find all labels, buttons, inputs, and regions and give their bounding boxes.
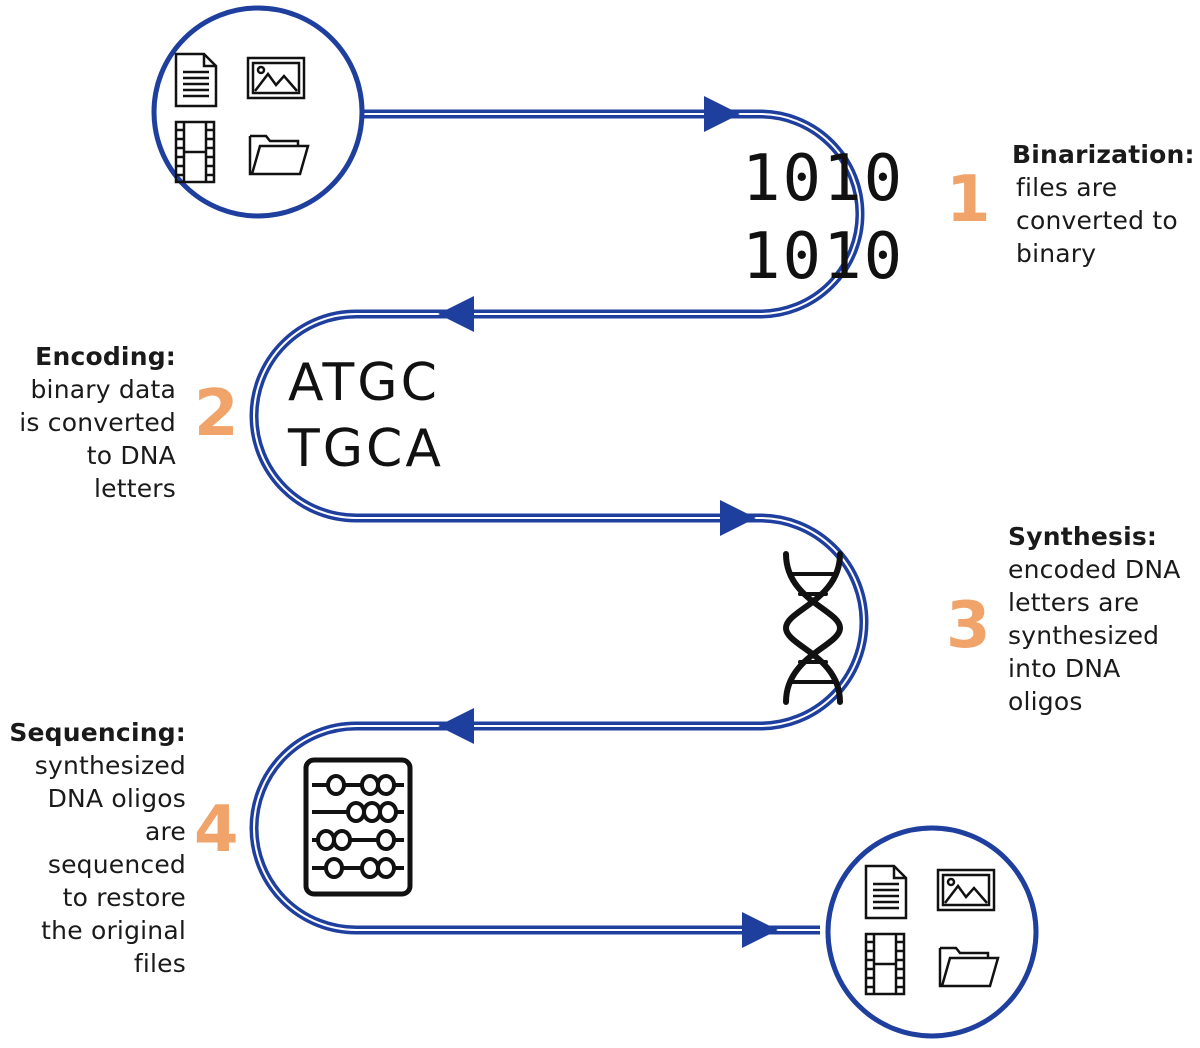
step-4-number: 4 (194, 793, 239, 867)
step-4-title: Sequencing: (9, 718, 186, 747)
step-2-number: 2 (194, 377, 239, 451)
binary-code-text: 1010 1010 (742, 142, 905, 294)
document-icon (864, 864, 908, 920)
image-icon (246, 56, 306, 100)
step-1-description: Binarization: files are converted to bin… (1012, 138, 1198, 270)
step-4-description: Sequencing: synthesized DNA oligos are s… (0, 716, 186, 980)
step-3-number: 3 (946, 589, 991, 663)
step-1-body: files are converted to binary (1016, 173, 1178, 268)
flow-path (249, 109, 869, 935)
step-2-description: Encoding: binary data is converted to DN… (0, 340, 176, 505)
step-2-title: Encoding: (35, 342, 176, 371)
step-1-number: 1 (946, 163, 991, 237)
input-files-circle (151, 5, 365, 219)
arrow-left-2 (438, 296, 474, 332)
step-3-body: encoded DNA letters are synthesized into… (1008, 555, 1181, 716)
dna-helix-icon (782, 551, 844, 705)
arrow-left-4 (438, 708, 474, 744)
output-files-circle (825, 825, 1039, 1039)
step-3-title: Synthesis: (1008, 522, 1158, 551)
dna-letters-text: ATGC TGCA (288, 353, 444, 479)
arrow-right-1 (704, 96, 740, 132)
arrow-right-5 (742, 912, 778, 948)
arrow-right-3 (720, 500, 756, 536)
folder-icon (248, 134, 310, 176)
abacus-sequencer-icon (303, 757, 413, 897)
film-icon (864, 932, 906, 996)
folder-icon (938, 946, 1000, 988)
image-icon (936, 868, 996, 912)
document-icon (174, 52, 218, 108)
step-1-title: Binarization: (1012, 140, 1195, 169)
step-4-body: synthesized DNA oligos are sequenced to … (34, 751, 186, 978)
step-3-description: Synthesis: encoded DNA letters are synth… (1008, 520, 1198, 718)
film-icon (174, 120, 216, 184)
step-2-body: binary data is converted to DNA letters (19, 375, 176, 503)
